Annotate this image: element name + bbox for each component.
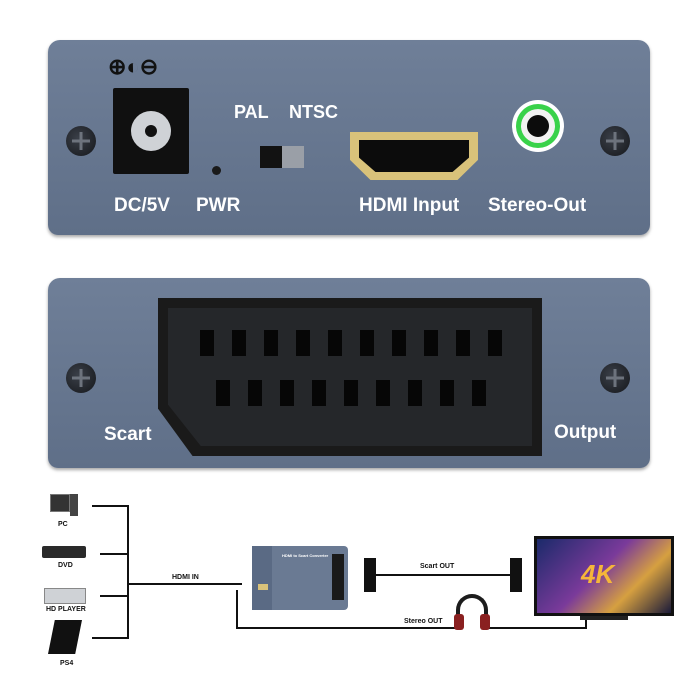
screw-left-icon — [66, 126, 96, 156]
power-polarity-symbols: ⊕◐⊖ — [108, 54, 159, 79]
screw-right-icon — [600, 363, 630, 393]
stereo-out-jack[interactable] — [512, 100, 564, 152]
dc-jack-socket-icon — [131, 111, 171, 151]
cable-stereo-out — [236, 590, 238, 628]
pal-ntsc-switch[interactable] — [260, 146, 304, 168]
pc-label: PC — [58, 521, 68, 528]
hdmi-input-port[interactable] — [350, 132, 478, 180]
scart-label: Scart — [104, 424, 152, 445]
output-label: Output — [554, 422, 617, 443]
pwr-label: PWR — [196, 195, 241, 216]
cable-ps4 — [92, 637, 128, 639]
pal-label: PAL — [234, 102, 269, 122]
tv-4k-label: 4K — [581, 559, 615, 589]
ps4-label: PS4 — [60, 660, 74, 667]
tv-stand-icon — [580, 616, 628, 620]
screw-right-icon — [600, 126, 630, 156]
dc-power-jack[interactable] — [113, 88, 189, 174]
converter-back-panel: Scart Output — [48, 278, 650, 468]
cable-dvd — [100, 553, 128, 555]
device-label: HDMI to Scart Converter — [282, 553, 329, 558]
headphones-icon — [454, 594, 490, 630]
cable-junction — [127, 505, 129, 639]
cable-scart-out — [376, 574, 510, 576]
scart-output-port[interactable] — [158, 298, 542, 456]
scart-plug-left — [364, 558, 376, 592]
pc-icon — [50, 494, 78, 518]
screw-left-icon — [66, 363, 96, 393]
dvd-label: DVD — [58, 562, 73, 569]
stereo-out-label: Stereo OUT — [404, 618, 443, 625]
cable-pc — [92, 505, 128, 507]
power-led-icon — [212, 166, 221, 175]
hd-player-icon — [44, 588, 86, 604]
stereo-out-label: Stereo-Out — [488, 195, 587, 216]
converter-front-panel: ⊕◐⊖ DC/5V PWR PAL NTSC HDMI Input Stereo… — [48, 40, 650, 235]
switch-knob — [282, 146, 304, 168]
ps4-icon — [48, 620, 82, 654]
hdmi-in-label: HDMI IN — [172, 574, 199, 581]
hdmi-input-label: HDMI Input — [359, 195, 460, 216]
converter-device-icon — [252, 546, 348, 610]
cable-hd-player — [100, 595, 128, 597]
cable-stereo-tv — [488, 627, 586, 629]
dvd-icon — [42, 546, 86, 558]
ntsc-label: NTSC — [289, 102, 338, 122]
scart-pins-icon — [200, 330, 502, 406]
cable-stereo-out-horizontal — [236, 627, 456, 629]
cable-hdmi-in — [128, 583, 242, 585]
scart-out-label: Scart OUT — [420, 563, 455, 570]
dc-5v-label: DC/5V — [114, 195, 170, 216]
connection-diagram: PC DVD HD PLAYER PS4 HDMI IN HDMI to Sca… — [0, 478, 700, 700]
hd-player-label: HD PLAYER — [46, 606, 86, 613]
tv-icon: 4K — [534, 536, 674, 616]
scart-plug-right — [510, 558, 522, 592]
